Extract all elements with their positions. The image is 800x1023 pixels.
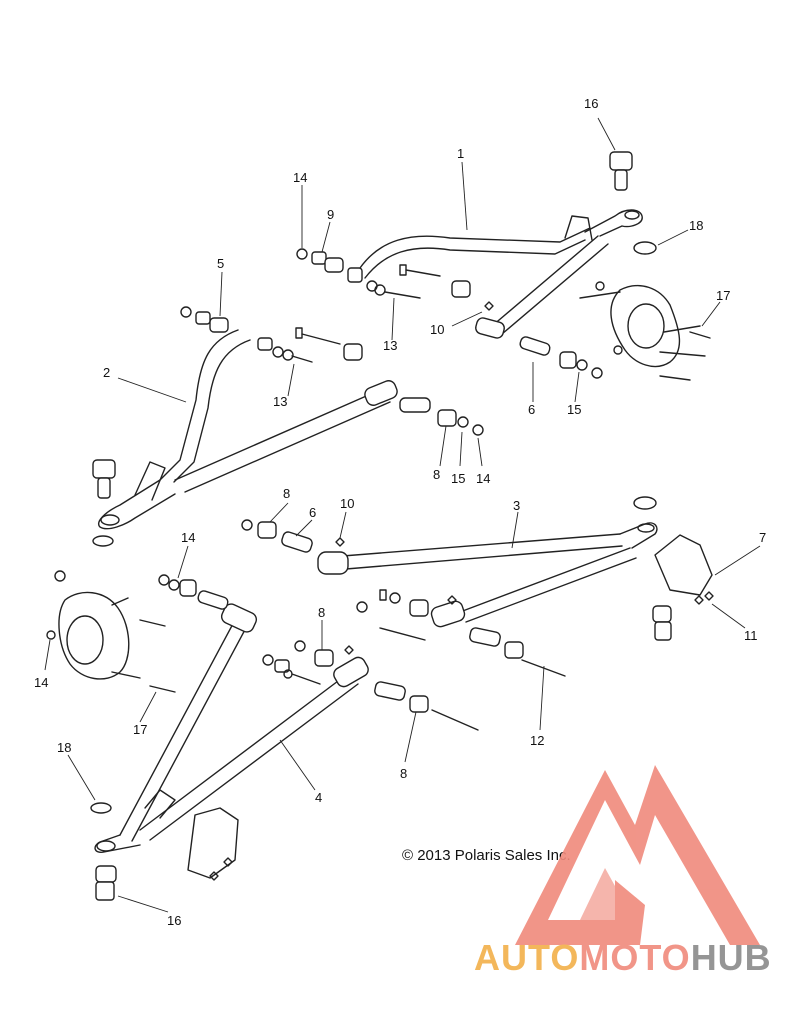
hardware xyxy=(46,248,714,881)
callout-16-top: 16 xyxy=(584,96,598,111)
callout-13-left: 13 xyxy=(273,394,287,409)
callout-16-bottom: 16 xyxy=(167,913,181,928)
ball-joint-right-mid xyxy=(652,605,672,641)
callout-10-top: 10 xyxy=(430,322,444,337)
retaining-ring-18c xyxy=(633,496,657,510)
callout-5: 5 xyxy=(217,256,224,271)
callout-13-right: 13 xyxy=(383,338,397,353)
callout-11: 11 xyxy=(744,628,758,643)
callout-12: 12 xyxy=(530,733,544,748)
logo-triangle-outer xyxy=(515,765,760,945)
callout-14-left: 14 xyxy=(34,675,48,690)
callout-10-mid: 10 xyxy=(340,496,354,511)
svg-text:AUTOMOTOHUB: AUTOMOTOHUB xyxy=(474,937,772,978)
callout-4: 4 xyxy=(315,790,322,805)
steering-knuckle-right xyxy=(579,285,706,368)
logo-triangle-inner xyxy=(580,868,620,920)
callout-8-lower: 8 xyxy=(318,605,325,620)
callout-labels: 16 1 14 9 18 5 17 10 13 2 13 6 15 8 15 1… xyxy=(34,96,766,928)
guard-plate-7 xyxy=(654,534,713,596)
ball-joint-left-mid xyxy=(92,459,116,499)
a-arm-2 xyxy=(98,329,398,530)
callout-8-top: 8 xyxy=(433,467,440,482)
callout-8-mid: 8 xyxy=(283,486,290,501)
callout-3: 3 xyxy=(513,498,520,513)
copyright-notice: © 2013 Polaris Sales Inc. xyxy=(402,847,571,864)
callout-9: 9 xyxy=(327,207,334,222)
callout-18-left: 18 xyxy=(57,740,71,755)
retaining-ring-18b xyxy=(92,535,114,547)
steering-knuckle-left xyxy=(58,591,141,680)
callout-8-bottom: 8 xyxy=(400,766,407,781)
callout-15-mid: 15 xyxy=(451,471,465,486)
retaining-ring-18d xyxy=(90,802,112,814)
callout-15-top: 15 xyxy=(567,402,581,417)
callout-18-top: 18 xyxy=(689,218,703,233)
ball-joint-top xyxy=(609,151,633,191)
callout-1: 1 xyxy=(457,146,464,161)
a-arm-3 xyxy=(317,522,658,628)
leader-lines xyxy=(44,117,761,913)
upper-a-arm-1 xyxy=(359,209,643,339)
callout-6-mid: 6 xyxy=(309,505,316,520)
callout-7: 7 xyxy=(759,530,766,545)
logo-text-moto: MOTO xyxy=(579,937,690,978)
guard-plate-lower xyxy=(187,807,239,879)
callout-17-left: 17 xyxy=(133,722,147,737)
callout-6-top: 6 xyxy=(528,402,535,417)
callout-2: 2 xyxy=(103,365,110,380)
logo-text-auto: AUTO xyxy=(474,937,579,978)
callout-17-right: 17 xyxy=(716,288,730,303)
a-arm-4 xyxy=(94,603,369,854)
callout-14-mid: 14 xyxy=(476,471,490,486)
logo-text-hub: HUB xyxy=(691,937,772,978)
ball-joint-bottom xyxy=(95,865,117,901)
callout-14-left-top: 14 xyxy=(181,530,195,545)
retaining-ring-18a xyxy=(633,241,657,255)
automotohub-logo: AUTOMOTOHUB xyxy=(474,765,772,978)
callout-14-top: 14 xyxy=(293,170,307,185)
